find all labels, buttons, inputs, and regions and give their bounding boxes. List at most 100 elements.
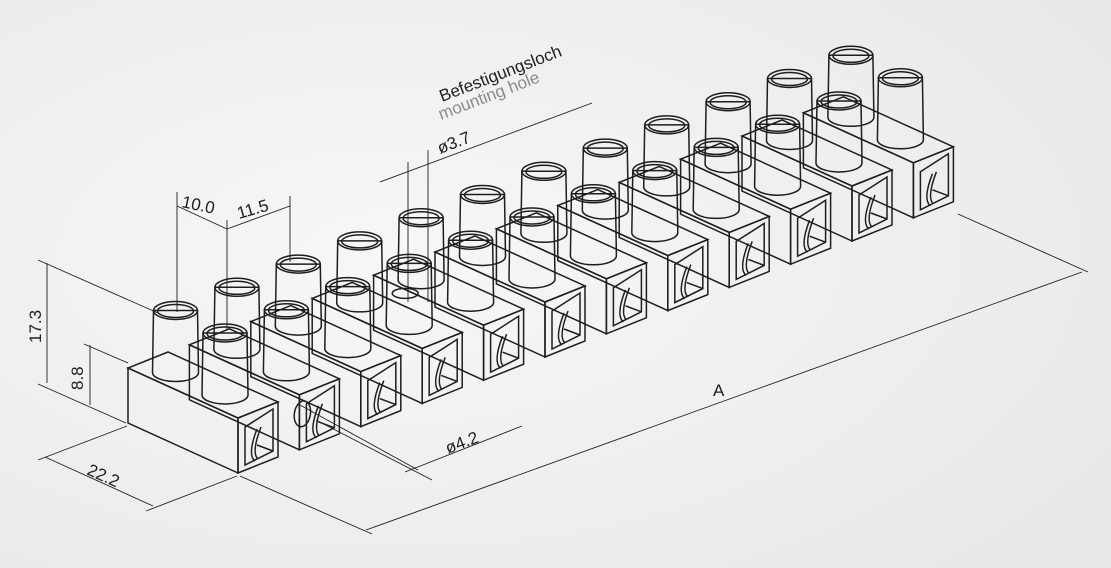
side-hole (293, 400, 312, 428)
tower-body (704, 100, 752, 174)
tower-top (693, 137, 739, 158)
clamp-plate-edge (561, 310, 569, 344)
wire-clamp-tower (335, 231, 384, 313)
tower-top (336, 231, 383, 251)
clamp-plate-edge (315, 403, 324, 437)
clamp-plate (864, 196, 872, 230)
screw-opening (636, 163, 674, 179)
screw-opening (574, 187, 613, 202)
tower-body (213, 286, 261, 360)
wire-clamp-tower (765, 68, 814, 151)
tower-body (765, 77, 814, 151)
terminal-block (248, 254, 403, 428)
screw-opening (402, 210, 440, 226)
tower-top (386, 253, 432, 274)
block-front-face (360, 354, 402, 428)
screw-opening (218, 280, 256, 296)
clamp-plate-edge (929, 171, 938, 205)
screw-opening (279, 257, 318, 272)
tower-body (642, 124, 691, 197)
wire-clamp-tower (753, 114, 802, 196)
clamp-plate-edge (377, 380, 385, 414)
wire-clamp-tower (876, 68, 925, 150)
tower-top (643, 115, 690, 135)
tower-top (263, 300, 310, 320)
tower-top (754, 114, 801, 134)
wire-clamp-tower (581, 138, 630, 220)
tower-top (202, 323, 248, 343)
wire-clamp-tower (827, 45, 875, 128)
tower-body (446, 239, 495, 312)
tower-body (581, 147, 630, 220)
mounting-hole (391, 287, 419, 300)
screw-opening (770, 71, 809, 87)
terminal-block (433, 184, 587, 359)
terminal-block (801, 45, 956, 219)
tower-body (520, 170, 568, 244)
tower-top (705, 91, 751, 112)
wire-entry-edge (440, 374, 458, 383)
block-front-face (237, 400, 279, 475)
tower-body (569, 193, 618, 266)
wire-entry-edge (870, 212, 888, 220)
tower-top (877, 68, 924, 88)
screw-opening (697, 140, 735, 156)
screw-opening (647, 118, 686, 133)
clamp-plate-edge (745, 241, 753, 274)
clamp-plate (926, 173, 934, 207)
tower-body (262, 309, 311, 382)
tower-body (876, 77, 925, 150)
tower-top (459, 184, 506, 205)
tower-body (692, 146, 740, 220)
wire-clamp-tower (520, 161, 568, 244)
dimension-lines (37, 102, 1089, 535)
block-front-face (667, 238, 709, 312)
wire-entry-edge (256, 444, 274, 452)
wire-entry-edge (502, 351, 519, 359)
clamp-plate-edge (254, 426, 262, 460)
tower-body (508, 216, 556, 289)
tower-top (816, 91, 862, 111)
tower-top (632, 160, 678, 181)
clamp-plate-edge (499, 333, 508, 367)
wire-entry-edge (932, 189, 949, 197)
wire-entry-edge (686, 281, 704, 290)
block-front-face (421, 331, 463, 405)
tower-body (631, 169, 679, 243)
wire-clamp-tower (458, 184, 507, 267)
wire-clamp-tower (692, 137, 740, 220)
tower-body (324, 285, 372, 359)
tower-top (214, 277, 260, 298)
tower-body (201, 332, 249, 405)
tower-top (521, 161, 567, 182)
screw-opening (463, 187, 502, 203)
terminal-block (126, 300, 280, 475)
terminal-block (555, 138, 710, 312)
tower-body (335, 240, 384, 313)
wire-clamp-tower (704, 91, 752, 174)
screw-opening (832, 48, 870, 64)
clamp-plate-edge (684, 264, 692, 298)
wire-clamp-tower (397, 207, 445, 290)
screw-opening (513, 210, 551, 225)
wire-clamp-tower (385, 253, 433, 336)
clamp-plate (619, 289, 627, 323)
screw-opening (329, 279, 367, 295)
tower-body (753, 123, 802, 196)
clamp-plate (434, 359, 442, 392)
tower-body (151, 309, 200, 383)
screw-opening (451, 233, 490, 248)
clamp-plate-edge (438, 357, 446, 390)
screw-opening (758, 117, 797, 132)
screw-opening (390, 256, 428, 272)
terminal-block (740, 68, 894, 243)
wire-clamp-tower (213, 277, 261, 360)
height-total-label: 17.3 (26, 310, 45, 343)
block-front-face (728, 215, 770, 289)
height-body-label: 8.8 (68, 366, 87, 390)
terminal-blocks (126, 45, 956, 475)
block-front-face (544, 284, 586, 359)
screw-opening (206, 326, 244, 341)
wire-entry-edge (625, 305, 642, 313)
